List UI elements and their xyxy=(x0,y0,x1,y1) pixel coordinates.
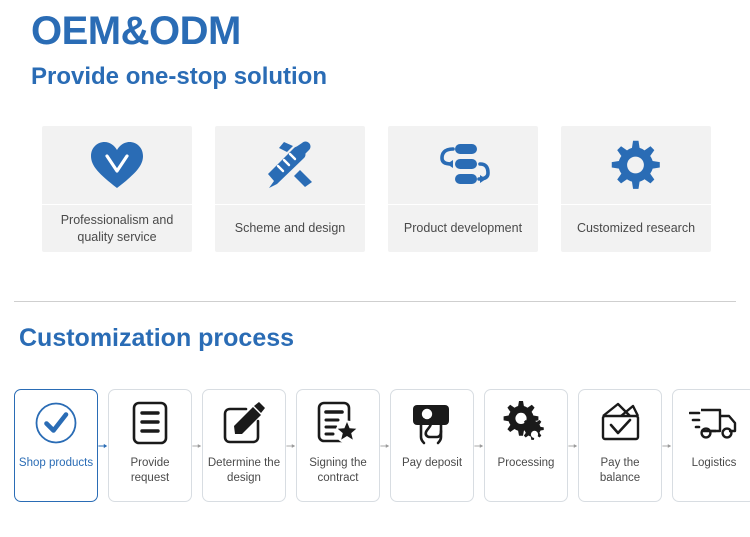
process-step-label: Provide request xyxy=(130,457,170,484)
process-arrow-7 xyxy=(662,389,672,502)
process-step-shop-products[interactable]: Shop products xyxy=(14,389,98,502)
section-divider xyxy=(14,301,736,302)
process-arrow-3 xyxy=(286,389,296,502)
process-step-label: Shop products xyxy=(18,457,94,469)
step-icon-wrap xyxy=(34,390,78,456)
process-arrow-6 xyxy=(568,389,578,502)
delivery-truck-icon xyxy=(689,404,739,442)
step-icon-wrap xyxy=(132,390,168,456)
feature-card-label: Professionalism and quality service xyxy=(60,212,174,244)
feature-card-label: Customized research xyxy=(576,221,696,236)
process-arrow-5 xyxy=(474,389,484,502)
process-arrow-4 xyxy=(380,389,390,502)
circle-check-icon xyxy=(34,401,78,445)
process-step-determine-design[interactable]: Determine the design xyxy=(202,389,286,502)
process-section-title: Customization process xyxy=(19,324,295,352)
step-icon-wrap xyxy=(316,390,360,456)
process-step-row: Shop products Provide request xyxy=(14,389,750,502)
wallet-check-icon xyxy=(597,402,643,444)
step-icon-wrap xyxy=(689,390,739,456)
process-step-provide-request[interactable]: Provide request xyxy=(108,389,192,502)
feature-icon-wrap xyxy=(215,126,365,205)
feature-icon-wrap xyxy=(42,126,192,205)
process-step-signing-contract[interactable]: Signing the contract xyxy=(296,389,380,502)
process-step-pay-deposit[interactable]: Pay deposit xyxy=(390,389,474,502)
process-step-label: Signing the contract xyxy=(309,457,367,484)
process-step-label: Processing xyxy=(497,457,555,469)
process-step-logistics[interactable]: Logistics xyxy=(672,389,750,502)
process-arrow-1 xyxy=(98,389,108,502)
pencil-ruler-icon xyxy=(263,140,317,190)
hand-payment-icon xyxy=(410,401,454,445)
document-star-icon xyxy=(316,401,360,445)
heart-check-icon xyxy=(89,140,145,190)
pencil-square-icon xyxy=(222,401,266,445)
step-icon-wrap xyxy=(503,390,549,456)
document-lines-icon xyxy=(132,401,168,445)
page-title: OEM&ODM xyxy=(31,9,241,53)
feature-icon-wrap xyxy=(561,126,711,205)
process-step-pay-balance[interactable]: Pay the balance xyxy=(578,389,662,502)
gears-icon xyxy=(503,401,549,445)
feature-card-label: Scheme and design xyxy=(234,221,346,236)
feature-card-professionalism[interactable]: Professionalism and quality service xyxy=(42,126,192,252)
process-step-label: Determine the design xyxy=(207,457,281,484)
process-step-label: Pay deposit xyxy=(401,457,463,469)
feature-icon-wrap xyxy=(388,126,538,205)
process-step-label: Pay the balance xyxy=(599,457,641,484)
feature-card-scheme[interactable]: Scheme and design xyxy=(215,126,365,252)
process-step-processing[interactable]: Processing xyxy=(484,389,568,502)
step-icon-wrap xyxy=(410,390,454,456)
step-icon-wrap xyxy=(597,390,643,456)
process-step-label: Logistics xyxy=(691,457,737,469)
feature-card-label: Product development xyxy=(403,221,523,236)
process-arrow-2 xyxy=(192,389,202,502)
feature-card-customized-research[interactable]: Customized research xyxy=(561,126,711,252)
feature-card-product-development[interactable]: Product development xyxy=(388,126,538,252)
page-subtitle: Provide one-stop solution xyxy=(31,63,328,90)
step-icon-wrap xyxy=(222,390,266,456)
workflow-icon xyxy=(436,140,490,190)
gear-icon xyxy=(611,140,661,190)
feature-card-row: Professionalism and quality service xyxy=(42,126,712,252)
